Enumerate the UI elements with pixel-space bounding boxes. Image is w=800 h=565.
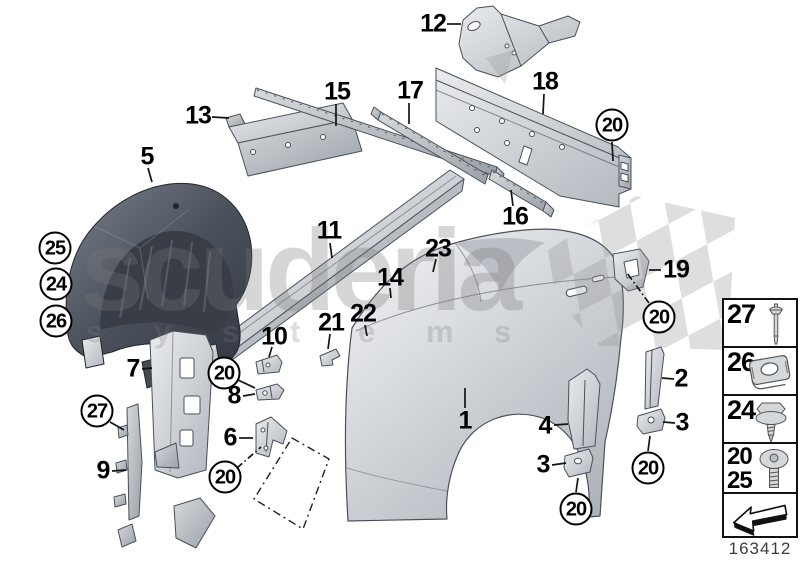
leader-line bbox=[327, 333, 331, 350]
callout-3[interactable]: 3 bbox=[536, 450, 551, 479]
callout-6[interactable]: 6 bbox=[223, 423, 238, 452]
callout-1[interactable]: 1 bbox=[458, 406, 473, 435]
legend-row-direction[interactable] bbox=[722, 492, 798, 538]
callout-10[interactable]: 10 bbox=[261, 322, 288, 351]
part-8-bracket-shape bbox=[255, 383, 285, 401]
callout-15[interactable]: 15 bbox=[324, 77, 351, 106]
self-tapping-screw-icon bbox=[755, 402, 787, 444]
leader-line bbox=[211, 116, 230, 119]
blind-rivet-icon bbox=[769, 303, 783, 345]
leader-line bbox=[141, 367, 153, 370]
legend-row-26[interactable]: 26 bbox=[722, 346, 798, 396]
leader-line bbox=[242, 393, 256, 397]
leader-line bbox=[111, 469, 127, 472]
part-18-rear-panel-shape bbox=[435, 67, 632, 208]
leader-line bbox=[553, 423, 569, 426]
callout-8[interactable]: 8 bbox=[227, 381, 242, 410]
callout-23[interactable]: 23 bbox=[425, 234, 452, 263]
leader-line bbox=[147, 167, 153, 183]
part-3-clip-shape bbox=[563, 448, 594, 478]
circled-callout-20[interactable]: 20 bbox=[595, 108, 629, 142]
leader-line bbox=[236, 446, 262, 469]
leader-line bbox=[237, 379, 256, 389]
legend-row-27[interactable]: 27 bbox=[722, 298, 798, 348]
callout-3[interactable]: 3 bbox=[675, 408, 690, 437]
legend-label: 24 bbox=[727, 395, 756, 425]
callout-18[interactable]: 18 bbox=[532, 67, 559, 96]
circled-callout-26[interactable]: 26 bbox=[39, 304, 73, 338]
callout-4[interactable]: 4 bbox=[538, 411, 553, 440]
leader-line bbox=[661, 377, 675, 380]
clip-nut-icon bbox=[749, 355, 791, 390]
callout-14[interactable]: 14 bbox=[377, 263, 404, 292]
part-17-strip-shape bbox=[370, 106, 489, 185]
leader-line bbox=[662, 421, 676, 424]
fastener-legend: 27 26 24 bbox=[722, 298, 798, 538]
leader-line bbox=[268, 346, 273, 358]
callout-16[interactable]: 16 bbox=[502, 202, 529, 231]
legend-row-24[interactable]: 24 bbox=[722, 394, 798, 444]
part-21-clip-shape bbox=[319, 348, 341, 367]
legend-label: 20 bbox=[727, 443, 753, 470]
leader-line bbox=[389, 287, 392, 299]
mounting-zone-outline bbox=[253, 437, 330, 530]
legend-row-20-25[interactable]: 20 25 bbox=[722, 442, 798, 494]
leader-line bbox=[647, 435, 651, 452]
circled-callout-20[interactable]: 20 bbox=[208, 460, 242, 494]
circled-callout-25[interactable]: 25 bbox=[38, 231, 72, 265]
leader-line bbox=[364, 324, 368, 337]
callout-21[interactable]: 21 bbox=[318, 308, 345, 337]
leader-line bbox=[542, 93, 545, 115]
diagram-number: 163412 bbox=[728, 539, 792, 558]
callout-22[interactable]: 22 bbox=[350, 299, 377, 328]
callout-13[interactable]: 13 bbox=[185, 101, 212, 130]
circled-callout-27[interactable]: 27 bbox=[80, 394, 114, 428]
callout-11[interactable]: 11 bbox=[316, 216, 342, 245]
legend-label: 25 bbox=[727, 467, 753, 494]
leader-line bbox=[510, 189, 514, 207]
part-12-bracket-shape bbox=[458, 5, 581, 78]
part-9-edge-strip-shape bbox=[113, 403, 143, 521]
circled-callout-20[interactable]: 20 bbox=[642, 300, 676, 334]
pan-head-screw-icon bbox=[759, 449, 789, 488]
leader-line bbox=[551, 462, 567, 466]
callout-17[interactable]: 17 bbox=[397, 76, 424, 105]
circled-callout-20[interactable]: 20 bbox=[559, 492, 593, 526]
leader-line bbox=[626, 272, 650, 304]
direction-arrow-icon bbox=[732, 504, 788, 536]
circled-callout-20[interactable]: 20 bbox=[207, 356, 241, 390]
circled-callout-20[interactable]: 20 bbox=[631, 451, 665, 485]
part-10-bracket-shape bbox=[255, 354, 283, 375]
leader-line bbox=[109, 421, 125, 431]
callout-19[interactable]: 19 bbox=[663, 255, 690, 284]
part-7-closing-panel-shape bbox=[117, 330, 216, 549]
leader-line bbox=[432, 258, 437, 273]
callout-2[interactable]: 2 bbox=[674, 364, 689, 393]
part-6-bracket-shape bbox=[255, 416, 288, 458]
part-3-clip-shape bbox=[636, 408, 666, 435]
callout-7[interactable]: 7 bbox=[126, 354, 141, 383]
callout-9[interactable]: 9 bbox=[96, 456, 111, 485]
leader-line bbox=[329, 242, 333, 259]
circled-callout-24[interactable]: 24 bbox=[39, 267, 73, 301]
part-4-bracket-shape bbox=[567, 368, 601, 450]
callout-5[interactable]: 5 bbox=[140, 142, 155, 171]
leader-line bbox=[611, 141, 614, 162]
legend-label: 27 bbox=[727, 299, 756, 329]
leader-line bbox=[575, 477, 579, 493]
callout-12[interactable]: 12 bbox=[420, 9, 447, 38]
